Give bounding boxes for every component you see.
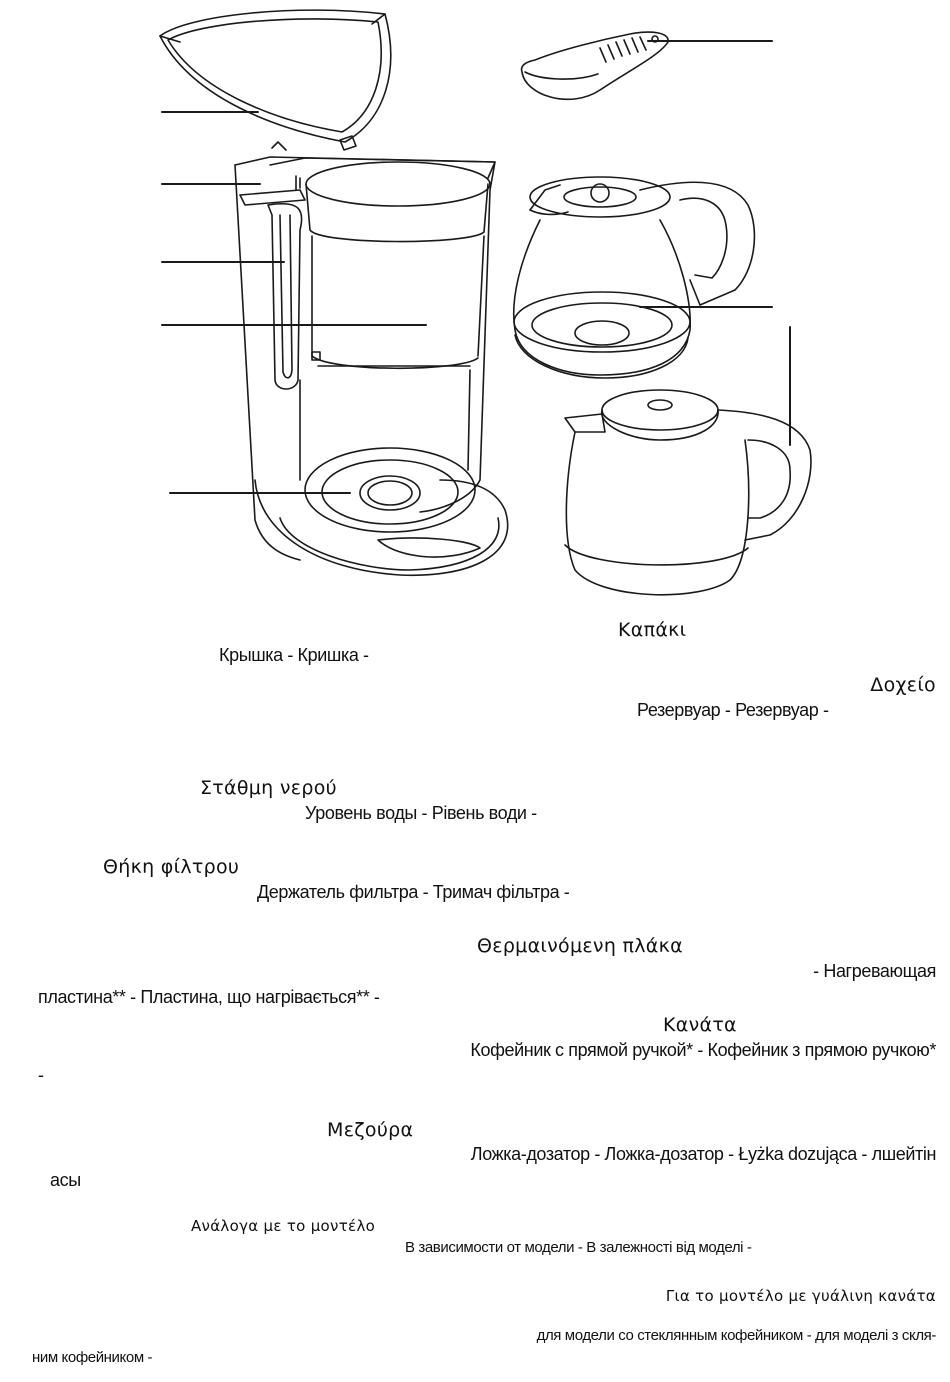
note-model-dependent-cyr: В зависимости от модели - В залежності в… bbox=[405, 1239, 752, 1256]
label-hot-plate-cyr-line2: пластина** - Пластина, що нагрівається**… bbox=[38, 987, 380, 1007]
label-scoop-greek: Μεζούρα bbox=[327, 1119, 414, 1141]
label-scoop-cyr-line1: Ложка-дозатор - Ложка-дозатор - Łyżka do… bbox=[470, 1144, 937, 1164]
label-filter-holder-greek: Θήκη φίλτρου bbox=[103, 856, 240, 878]
open-lid-drawing bbox=[159, 9, 392, 151]
note-glass-jug-cyr-line2: ним кофейником - bbox=[32, 1349, 153, 1366]
machine-body-drawing bbox=[234, 156, 509, 577]
label-scoop-cyr-line2: асы bbox=[50, 1170, 81, 1190]
label-tank-greek: Δοχείο bbox=[870, 674, 936, 696]
measuring-scoop-drawing bbox=[520, 31, 669, 101]
label-jug-cyr-line2: - bbox=[38, 1065, 44, 1085]
label-hot-plate-cyr-line1: - Нагревающая bbox=[813, 961, 936, 981]
label-hot-plate-greek: Θερμαινόμενη πλάκα bbox=[477, 935, 683, 957]
label-filter-holder-cyr: Держатель фильтра - Тримач фільтра - bbox=[257, 882, 570, 902]
coffee-maker-diagram bbox=[159, 9, 812, 596]
label-water-level-greek: Στάθμη νερού bbox=[200, 777, 337, 799]
note-model-dependent-greek: Ανάλογα με το μοντέλο bbox=[191, 1217, 376, 1235]
thermal-jug-drawing bbox=[564, 389, 812, 596]
label-jug-cyr-line1: Кофейник с прямой ручкой* - Кофейник з п… bbox=[470, 1040, 936, 1060]
leader-lines bbox=[161, 40, 791, 494]
label-tank-cyr: Резервуар - Резервуар - bbox=[637, 700, 829, 720]
glass-jug-drawing bbox=[512, 176, 756, 379]
label-jug-greek: Κανάτα bbox=[663, 1014, 737, 1036]
note-glass-jug-greek: Για το μοντέλο με γυάλινη κανάτα bbox=[665, 1287, 936, 1305]
note-glass-jug-cyr-line1: для модели со стеклянным кофейником - дл… bbox=[536, 1327, 937, 1344]
label-lid-cyr: Крышка - Кришка - bbox=[219, 645, 369, 665]
label-water-level-cyr: Уровень воды - Рівень води - bbox=[305, 803, 537, 823]
label-lid-greek: Καπάκι bbox=[618, 619, 687, 641]
